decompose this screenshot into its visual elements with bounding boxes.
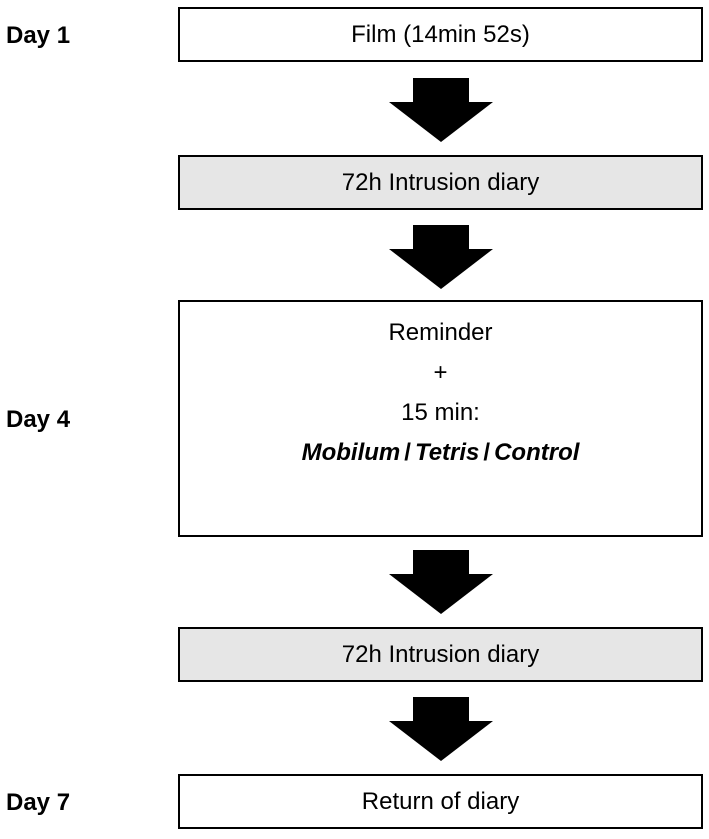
film-box: Film (14min 52s): [178, 7, 703, 62]
diary-box-2: 72h Intrusion diary: [178, 627, 703, 682]
condition-tetris: Tetris: [414, 439, 480, 466]
film-text: Film (14min 52s): [351, 20, 530, 48]
day-4-label: Day 4: [6, 406, 71, 433]
flow-arrow-3: [389, 550, 493, 614]
duration-text: 15 min:: [401, 399, 480, 426]
reminder-box: Reminder + 15 min: Mobilum/Tetris/Contro…: [178, 300, 703, 537]
return-box: Return of diary: [178, 774, 703, 829]
flow-arrow-1: [389, 78, 493, 142]
condition-control: Control: [494, 439, 580, 466]
condition-separator-1: /: [404, 439, 411, 466]
condition-separator-2: /: [483, 439, 491, 466]
plus-text: +: [433, 359, 448, 386]
diary-box-1: 72h Intrusion diary: [178, 155, 703, 210]
conditions-line: Mobilum/Tetris/Control: [302, 438, 580, 468]
return-text: Return of diary: [361, 787, 520, 815]
flow-arrow-2: [389, 225, 493, 289]
reminder-text: Reminder: [388, 319, 493, 346]
day-7-label: Day 7: [6, 789, 71, 816]
diary-text-2: 72h Intrusion diary: [341, 640, 540, 668]
diary-text-1: 72h Intrusion diary: [341, 168, 540, 196]
flow-arrow-4: [389, 697, 493, 761]
day-1-label: Day 1: [6, 22, 71, 49]
condition-mobilum: Mobilum: [301, 439, 401, 466]
